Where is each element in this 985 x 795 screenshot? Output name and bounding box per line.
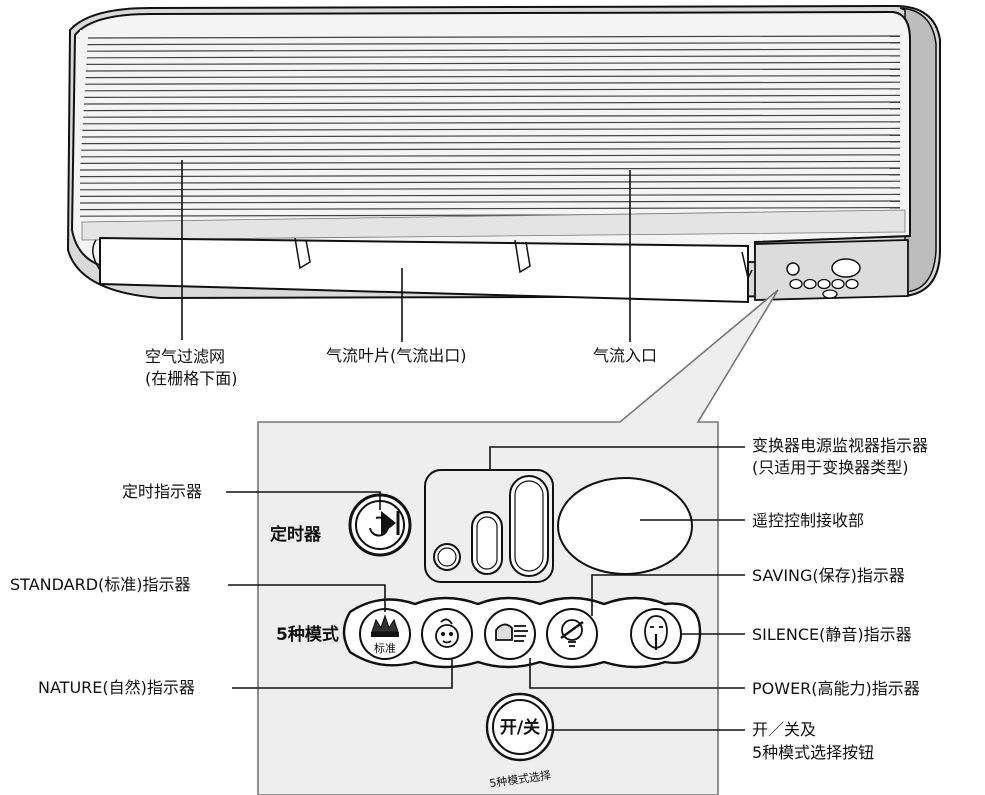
timer-indicator-label: 定时指示器 [122,482,202,501]
grille-slat [83,101,901,105]
silence-face-icon [644,615,668,650]
air-flow-blade [92,236,753,304]
grille-slat [79,200,901,204]
grille-slat [86,55,901,59]
timer-text: 定时器 [270,524,322,545]
air-filter-label: 空气过滤网 [145,347,225,366]
grille-slat [79,187,901,191]
grille-slat [85,68,901,72]
power-indicator-label: POWER(高能力)指示器 [752,679,920,698]
timer-button[interactable] [348,493,412,557]
unit-leader-lines [181,160,631,342]
on-off-button[interactable]: 开/关 [485,692,555,762]
grille-slat [81,134,901,138]
remote-receiver-window [557,477,693,575]
grille-slat [80,160,901,164]
standard-badge: 标准 [374,641,396,655]
power-wind-icon [495,623,528,642]
timer-play-icon [369,511,400,537]
grille-slat [82,127,901,131]
saving-indicator-label: SAVING(保存)指示器 [752,566,905,585]
standard-crown-icon [371,614,399,637]
grille-slat [84,94,901,98]
grille-slat [79,207,901,211]
silence-button[interactable] [630,608,682,660]
inverter-monitor-sublabel: (只适用于变换器类型) [752,458,909,477]
remote-receiver-label: 遥控控制接收部 [752,511,864,530]
air-inlet-label: 气流入口 [593,346,657,365]
grille-slat [87,48,901,52]
power-button[interactable] [484,608,536,660]
front-grille [79,30,901,235]
air-filter-sublabel: (在栅格下面) [145,369,238,388]
grille-slat [80,154,901,158]
grille-slat [84,88,901,92]
indoor-unit [66,4,941,304]
onoff-desc-sublabel: 5种模式选择按钮 [752,743,874,762]
standard-button[interactable]: 标准 [359,608,411,660]
grille-slat [86,61,901,65]
panel-leader-lines [226,446,745,731]
grille-slat [83,114,901,118]
grille-slat [79,193,901,197]
silence-indicator-label: SILENCE(静音)指示器 [752,625,912,644]
baby-face-icon [435,618,459,648]
inverter-power-monitor [424,469,554,583]
saving-bulb-icon [560,619,584,647]
grille-slat [82,121,901,125]
nature-indicator-label: NATURE(自然)指示器 [38,678,195,697]
onoff-desc-label: 开／关及 [752,720,816,739]
grille-slat [87,35,901,39]
grille-slat [83,108,901,112]
grille-slat [81,141,901,145]
grille-slat [85,75,901,79]
air-blade-label: 气流叶片(气流出口) [326,346,467,365]
on-off-text: 开/关 [500,717,540,738]
inverter-monitor-label: 变换器电源监视器指示器 [752,436,928,455]
grille-slat [79,167,901,171]
nature-button[interactable] [421,608,473,660]
grille-slat [79,174,901,178]
standard-indicator-label: STANDARD(标准)指示器 [10,575,191,594]
mini-control-panel [786,258,861,299]
grille-slat [87,42,901,46]
grille-slat [79,180,901,184]
grille-slat [85,81,901,85]
saving-button[interactable] [546,608,598,660]
mode-text: 5种模式 [276,624,339,645]
grille-slat [81,147,901,151]
